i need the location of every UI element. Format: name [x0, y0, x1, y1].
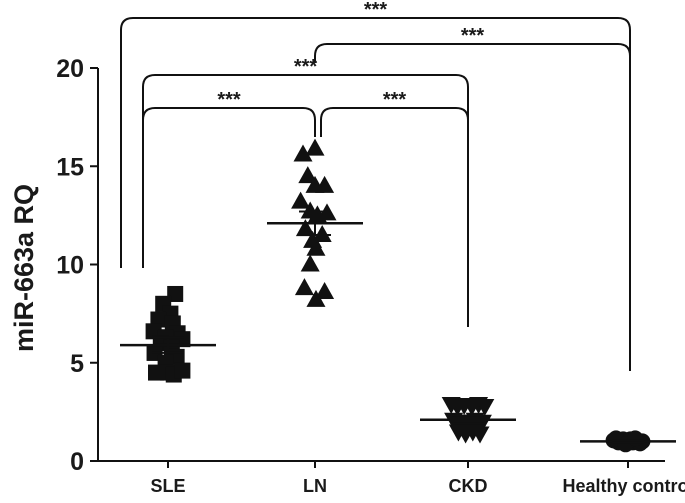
data-point-triangle-up	[307, 205, 327, 223]
significance-label: ***	[383, 89, 407, 111]
significance-label: ***	[294, 56, 318, 78]
data-point-triangle-down	[475, 398, 495, 416]
data-point-triangle-up	[312, 225, 332, 243]
data-point-triangle-up	[295, 219, 315, 237]
data-point-triangle-up	[300, 254, 320, 272]
y-tick-label: 10	[56, 252, 84, 280]
data-point-triangle-up	[315, 282, 335, 300]
significance-label: ***	[461, 25, 485, 47]
data-point-triangle-up	[298, 166, 318, 184]
y-axis: 0 5 10 15 20	[56, 55, 99, 476]
x-tick-label: CKD	[449, 476, 488, 496]
significance-bracket	[314, 43, 631, 371]
data-point-triangle-up	[306, 289, 326, 307]
data-point-triangle-up	[293, 144, 313, 162]
data-point-triangle-up	[306, 238, 326, 256]
data-point-triangle-down	[470, 426, 490, 444]
significance-bracket	[320, 107, 469, 327]
x-tick-label: SLE	[150, 476, 185, 496]
y-axis-label: miR-663a RQ	[9, 184, 39, 352]
significance-label: ***	[217, 89, 241, 111]
y-tick-label: 15	[56, 153, 84, 181]
significance-bracket	[120, 17, 631, 371]
data-point-triangle-up	[294, 278, 314, 296]
data-point-square	[174, 362, 191, 379]
data-point-triangle-up	[291, 191, 311, 209]
y-tick-label: 0	[70, 448, 84, 476]
x-axis: SLE LN CKD Healthy control	[98, 460, 685, 496]
significance-bracket	[142, 74, 469, 327]
data-point-triangle-up	[305, 138, 325, 156]
mean-sem-bars	[120, 210, 676, 444]
significance-brackets: *** *** *** *** ***	[120, 0, 631, 371]
x-tick-label: LN	[303, 476, 327, 496]
data-point-triangle-up	[315, 175, 335, 193]
y-tick-label: 5	[70, 350, 84, 378]
significance-bracket	[142, 107, 316, 268]
data-points	[145, 138, 651, 453]
significance-label: ***	[364, 0, 388, 21]
y-tick-label: 20	[56, 55, 84, 83]
data-point-circle	[627, 430, 644, 447]
x-tick-label: Healthy control	[562, 476, 685, 496]
